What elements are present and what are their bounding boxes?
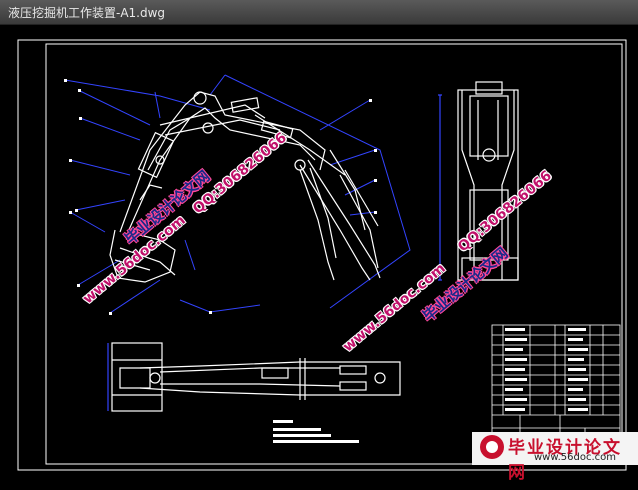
technical-notes	[273, 420, 359, 443]
excavator-end-view	[438, 81, 519, 281]
label-markers	[64, 79, 377, 315]
site-logo: 毕业设计论文网 www.56doc.com	[472, 432, 638, 483]
logo-icon	[480, 435, 504, 459]
title-bar: 液压挖掘机工作装置-A1.dwg	[0, 0, 638, 25]
drawing-border-outer	[17, 39, 627, 471]
drawing-canvas[interactable]: 毕业设计论文网 QQ:306826066 www.56doc.com www.5…	[0, 25, 638, 490]
logo-name: 毕业设计论文网	[508, 438, 622, 483]
excavator-plan-view	[107, 342, 401, 412]
excavator-side-view	[109, 91, 381, 283]
window-title: 液压挖掘机工作装置-A1.dwg	[8, 6, 166, 20]
drawing-border-inner	[45, 43, 623, 465]
logo-url: www.56doc.com	[534, 452, 617, 463]
cad-drawing	[17, 39, 627, 471]
